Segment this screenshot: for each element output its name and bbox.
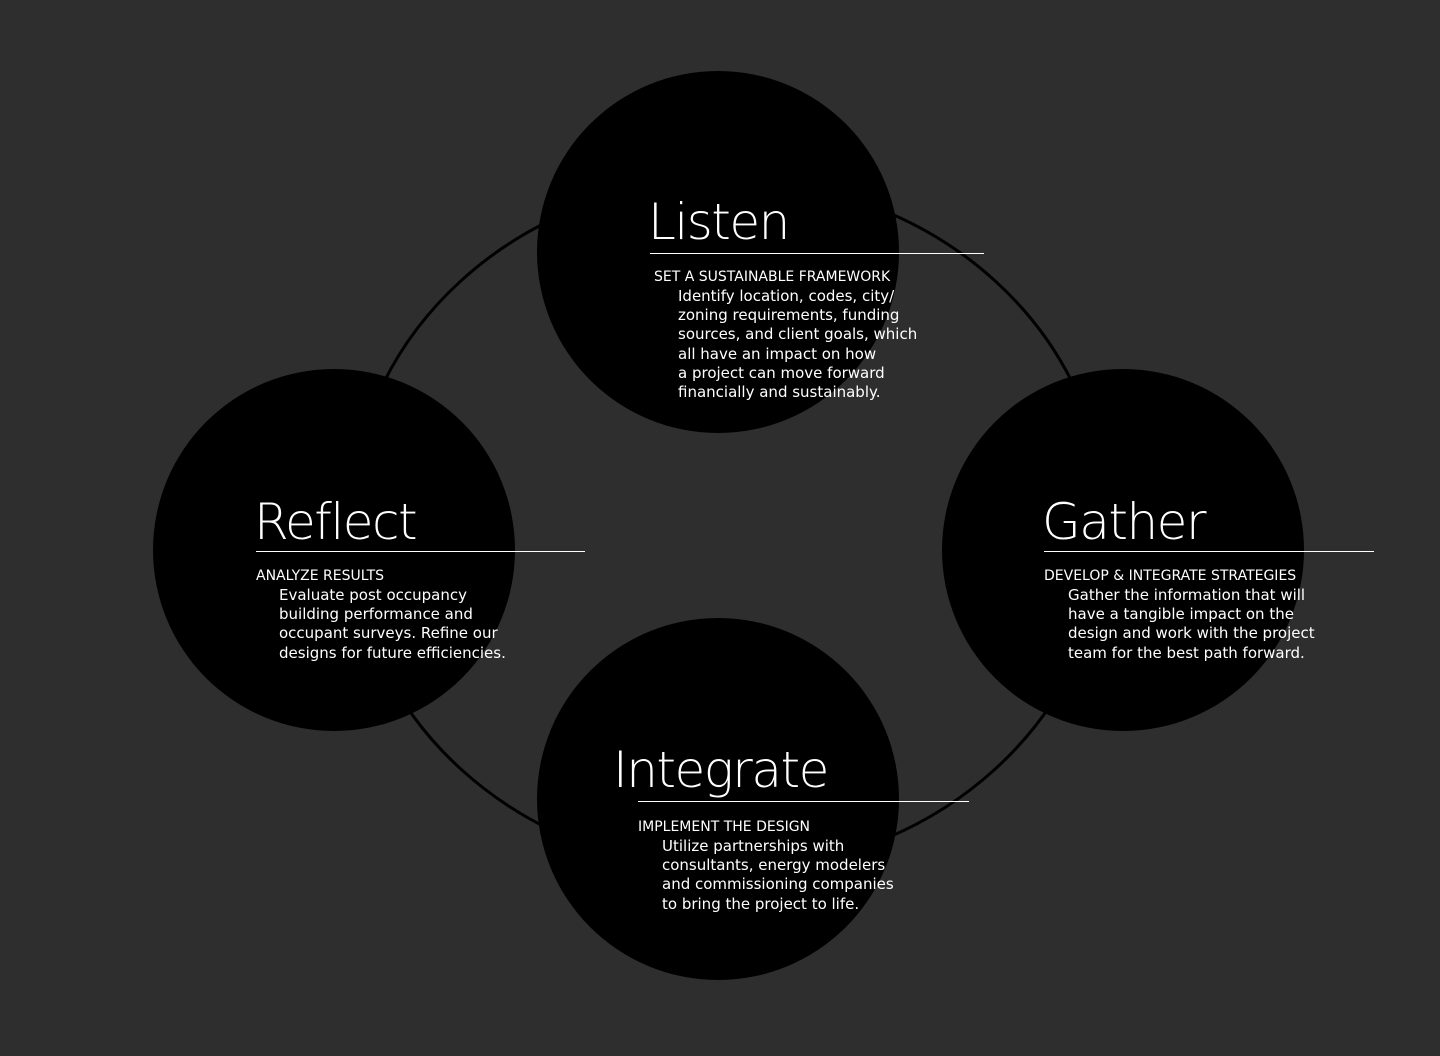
description-gather: Gather the information that will have a …: [1068, 586, 1315, 662]
title-listen: Listen: [648, 193, 790, 251]
title-integrate: Integrate: [613, 741, 829, 799]
rule-gather: [1044, 551, 1374, 552]
subtitle-reflect: ANALYZE RESULTS: [256, 568, 385, 584]
rule-listen: [650, 253, 984, 254]
description-listen: Identify location, codes, city/ zoning r…: [678, 287, 918, 402]
title-gather: Gather: [1042, 493, 1207, 551]
description-reflect: Evaluate post occupancy building perform…: [279, 586, 506, 662]
node-reflect: [153, 369, 515, 731]
subtitle-listen: SET A SUSTAINABLE FRAMEWORK: [654, 269, 891, 285]
description-integrate: Utilize partnerships with consultants, e…: [662, 837, 894, 913]
subtitle-gather: DEVELOP & INTEGRATE STRATEGIES: [1044, 568, 1297, 584]
rule-reflect: [256, 551, 585, 552]
title-reflect: Reflect: [254, 493, 418, 551]
subtitle-integrate: IMPLEMENT THE DESIGN: [638, 819, 811, 835]
rule-integrate: [638, 801, 969, 802]
node-listen: [537, 71, 899, 433]
node-integrate: [537, 618, 899, 980]
node-gather: [942, 369, 1304, 731]
